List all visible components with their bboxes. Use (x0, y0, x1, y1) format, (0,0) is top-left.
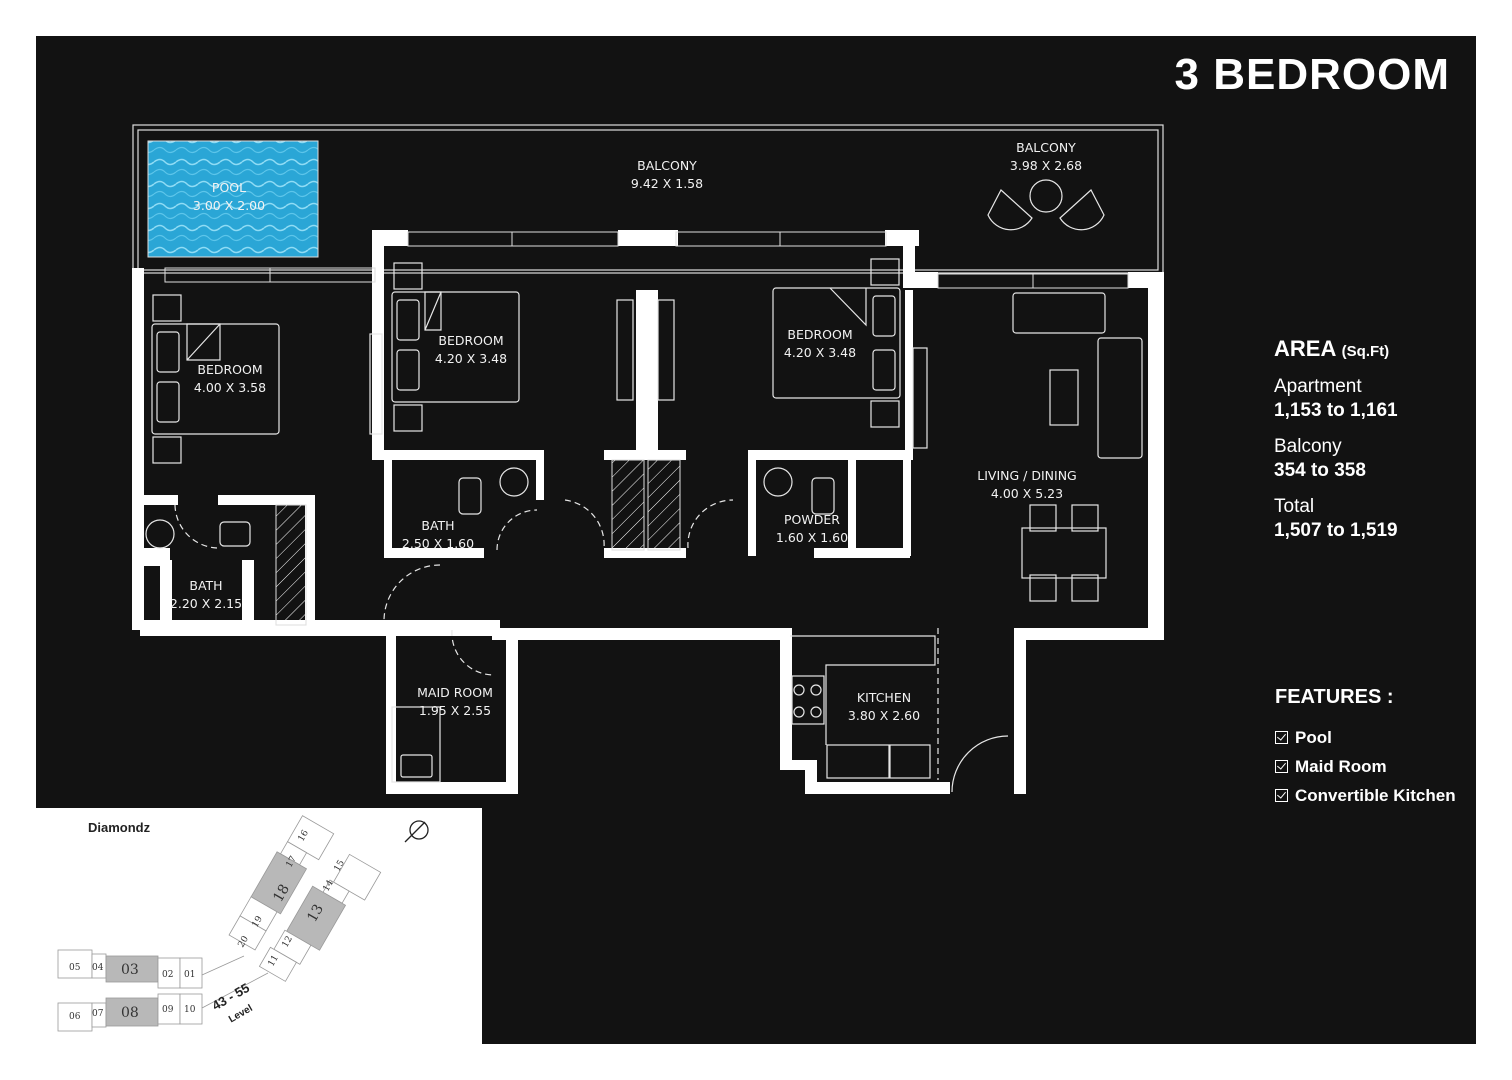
svg-text:08: 08 (121, 1005, 139, 1021)
checkbox-checked-icon (1275, 760, 1288, 773)
area-apartment-label: Apartment (1274, 376, 1362, 397)
key-plan-brand: Diamondz (88, 820, 151, 835)
area-heading: AREA (Sq.Ft) (1274, 336, 1390, 361)
area-total-value: 1,507 to 1,519 (1274, 520, 1398, 541)
duct-shaft (611, 459, 645, 551)
area-summary: AREA (Sq.Ft) Apartment 1,153 to 1,161 Ba… (1274, 336, 1398, 542)
svg-text:06: 06 (69, 1012, 81, 1022)
checkbox-checked-icon (1275, 731, 1288, 744)
feature-item-pool: Pool (1275, 723, 1456, 752)
furniture (145, 179, 1143, 783)
key-plan-level-label: Level (227, 1003, 255, 1025)
windows (164, 231, 1129, 289)
feature-item-convertible-kitchen: Convertible Kitchen (1275, 781, 1456, 810)
area-balcony-value: 354 to 358 (1274, 460, 1366, 481)
svg-text:04: 04 (92, 963, 104, 973)
area-balcony-label: Balcony (1274, 436, 1342, 457)
svg-text:01: 01 (184, 970, 195, 980)
svg-text:11: 11 (267, 954, 281, 969)
pool-water (147, 140, 319, 258)
svg-text:10: 10 (184, 1005, 196, 1015)
duct-shaft (647, 459, 681, 551)
features-heading: FEATURES : (1275, 686, 1394, 708)
walls (132, 230, 1164, 794)
feature-item-maid-room: Maid Room (1275, 752, 1456, 781)
terrace-outline (132, 124, 1164, 274)
svg-text:13: 13 (304, 902, 327, 925)
svg-text:02: 02 (162, 970, 173, 980)
unit-05: 05 (69, 963, 81, 973)
floor-plan-sheet: 3 BEDROOM (36, 36, 1476, 1044)
key-plan-drawing: 05 04 03 02 01 06 07 08 09 10 18 13 16 1… (57, 815, 429, 1032)
area-total-label: Total (1274, 496, 1315, 517)
floor-plan-drawing (132, 124, 1164, 794)
checkbox-checked-icon (1275, 789, 1288, 802)
entry-door-swing (951, 735, 1009, 793)
north-compass-icon (404, 820, 429, 843)
area-apartment-value: 1,153 to 1,161 (1274, 400, 1398, 421)
svg-text:12: 12 (281, 935, 295, 950)
duct-shaft (275, 504, 307, 626)
svg-text:07: 07 (92, 1009, 104, 1019)
key-plan: Diamondz (36, 808, 482, 1044)
svg-text:18: 18 (270, 882, 293, 905)
svg-text:03: 03 (121, 962, 139, 978)
svg-text:09: 09 (162, 1005, 174, 1015)
features-list: FEATURES : Pool Maid Room Convertible Ki… (1275, 686, 1456, 810)
door-swings (174, 499, 734, 676)
page-title: 3 BEDROOM (1174, 50, 1450, 99)
